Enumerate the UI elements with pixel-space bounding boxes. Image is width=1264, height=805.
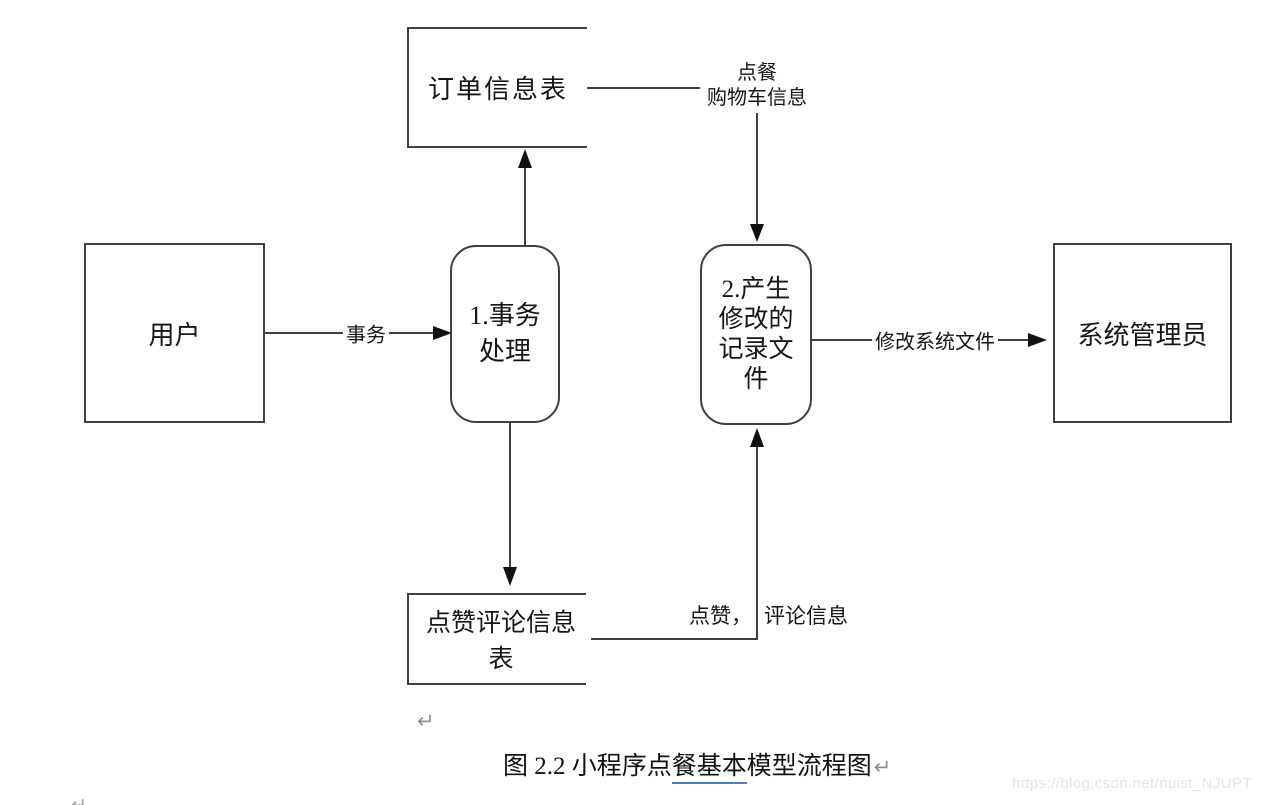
caption-return-mark: ↵ bbox=[873, 755, 892, 779]
data-store-like-comment: 点赞评论信息表 bbox=[407, 593, 586, 685]
edge-label-order-cart-info: 点餐 购物车信息 bbox=[697, 61, 817, 111]
process-1-label-line1: 1.事务 bbox=[469, 301, 541, 330]
process-2-label-line3: 记录文 bbox=[718, 335, 794, 363]
paragraph-return-mark: ↵ bbox=[417, 709, 435, 733]
arrow-process1-to-order-store bbox=[518, 149, 532, 245]
edge-label-transaction: 事务 bbox=[343, 318, 389, 348]
arrow-comment-store-to-process2 bbox=[591, 428, 764, 640]
entity-user-label: 用户 bbox=[148, 320, 201, 350]
process-2-generate-record: 2.产生 修改的 记录文 件 bbox=[700, 244, 812, 425]
data-store-order-info: 订单信息表 bbox=[407, 27, 587, 148]
entity-system-admin: 系统管理员 bbox=[1053, 243, 1232, 423]
process-2-label-line1: 2.产生 bbox=[721, 275, 791, 303]
edge-label-like-left: 点赞， bbox=[689, 604, 752, 628]
edge-label-cart-info: 购物车信息 bbox=[707, 87, 807, 109]
csdn-watermark: https://blog.csdn.net/nuist_NJUPT bbox=[1012, 775, 1252, 792]
arrow-process1-to-comment-store bbox=[503, 423, 517, 586]
figure-caption: 图 2.2 小程序点餐基本模型流程图↵ bbox=[503, 746, 892, 784]
entity-system-admin-label: 系统管理员 bbox=[1077, 320, 1208, 350]
data-store-like-comment-label: 点赞评论信息表 bbox=[425, 610, 576, 673]
arrow-label-to-process2 bbox=[750, 113, 764, 242]
entity-user: 用户 bbox=[84, 243, 265, 423]
caption-prefix: 图 2.2 小程序点 bbox=[503, 753, 672, 780]
caption-suffix: 模型流程图 bbox=[746, 753, 872, 780]
caption-underlined-text: 餐基本 bbox=[671, 753, 747, 784]
edge-label-comment-right: 评论信息 bbox=[764, 604, 848, 628]
edge-label-order: 点餐 bbox=[737, 62, 777, 84]
process-2-label-line2: 修改的 bbox=[718, 305, 794, 333]
process-1-transaction: 1.事务 处理 bbox=[450, 245, 560, 423]
process-1-label-line2: 处理 bbox=[478, 337, 531, 366]
process-2-label-line4: 件 bbox=[743, 365, 769, 393]
data-store-order-info-label: 订单信息表 bbox=[427, 75, 568, 104]
edge-label-modify-system-files: 修改系统文件 bbox=[872, 325, 998, 355]
bottom-left-return-mark: ↵ bbox=[71, 794, 87, 805]
